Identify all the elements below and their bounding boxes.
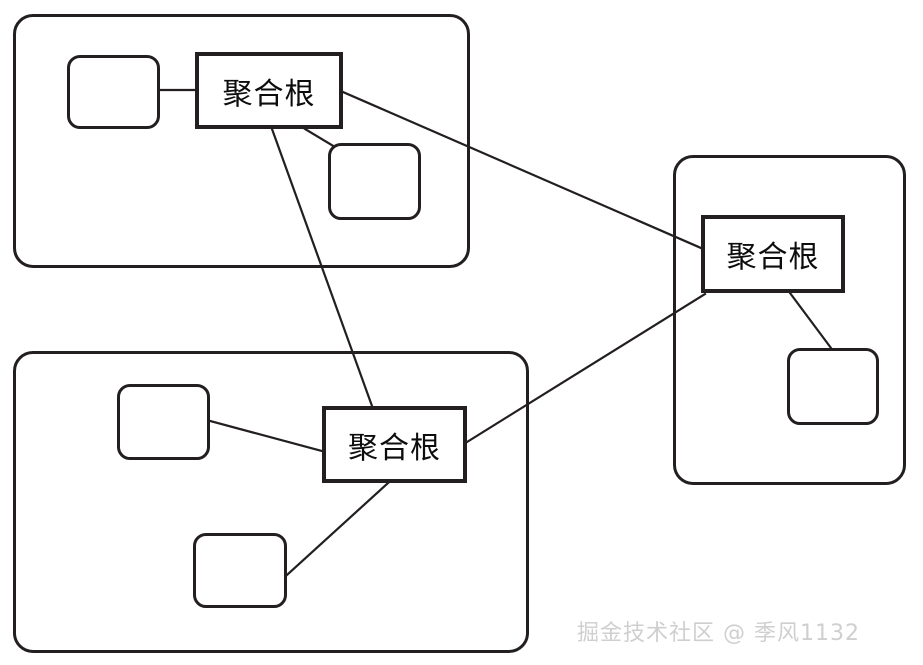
aggregate-root-label: 聚合根	[348, 431, 441, 465]
bounded-context-top-left[interactable]	[13, 14, 470, 268]
aggregate-root-label: 聚合根	[726, 241, 820, 274]
aggregate-root-box[interactable]: 聚合根	[322, 406, 467, 483]
entity-box[interactable]	[193, 533, 287, 608]
bounded-context-right[interactable]	[673, 155, 906, 485]
aggregate-root-box[interactable]: 聚合根	[195, 52, 343, 129]
entity-box[interactable]	[787, 348, 879, 425]
entity-box[interactable]	[67, 55, 160, 129]
aggregate-root-box[interactable]: 聚合根	[701, 215, 845, 293]
bounded-context-bottom-left[interactable]	[13, 351, 529, 653]
aggregate-root-label: 聚合根	[222, 77, 316, 111]
watermark-text: 掘金技术社区 @ 季风1132	[577, 621, 860, 646]
entity-box[interactable]	[117, 384, 210, 460]
entity-box[interactable]	[328, 143, 421, 220]
